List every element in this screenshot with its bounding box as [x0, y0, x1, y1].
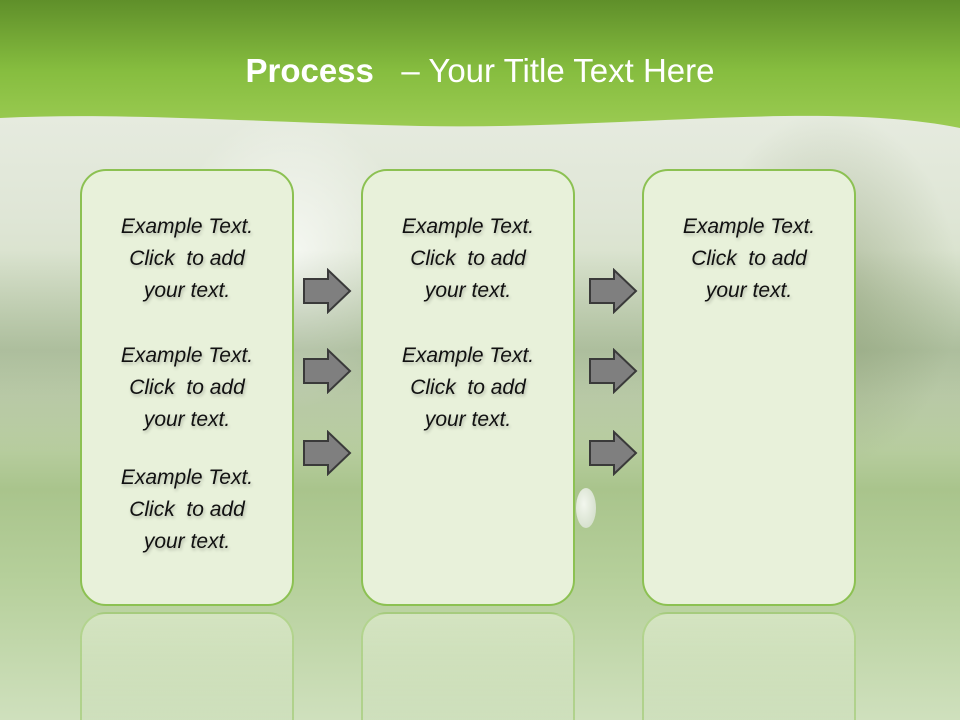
panel-reflection	[361, 612, 575, 720]
golf-ball	[576, 488, 596, 528]
text-line: Example Text.	[401, 344, 535, 367]
process-panel-1[interactable]	[80, 169, 294, 606]
text-placeholder[interactable]: Example Text. Click to add your text.	[361, 340, 575, 436]
process-panel-3[interactable]	[642, 169, 856, 606]
arrow-right-icon	[303, 268, 352, 314]
title-rest: – Your Title Text Here	[401, 52, 715, 89]
panel-reflection	[642, 612, 856, 720]
text-line: your text.	[143, 530, 231, 553]
text-line: Click to add	[129, 247, 245, 270]
panel-reflection	[80, 612, 294, 720]
arrow-right-icon	[589, 430, 638, 476]
text-placeholder[interactable]: Example Text. Click to add your text.	[361, 211, 575, 307]
text-line: Click to add	[129, 498, 245, 521]
arrow-right-icon	[589, 348, 638, 394]
text-placeholder[interactable]: Example Text. Click to add your text.	[80, 340, 294, 436]
text-line: your text.	[424, 279, 512, 302]
text-line: Click to add	[410, 247, 526, 270]
text-line: Example Text.	[682, 215, 816, 238]
arrow-right-icon	[303, 348, 352, 394]
text-line: your text.	[143, 279, 231, 302]
text-line: Example Text.	[120, 466, 254, 489]
text-line: Example Text.	[120, 344, 254, 367]
text-line: Click to add	[129, 376, 245, 399]
text-line: Click to add	[691, 247, 807, 270]
text-placeholder[interactable]: Example Text. Click to add your text.	[80, 462, 294, 558]
arrow-right-icon	[303, 430, 352, 476]
title-bold: Process	[245, 52, 374, 89]
arrow-right-icon	[589, 268, 638, 314]
header-banner: Process – Your Title Text Here	[0, 0, 960, 150]
text-line: your text.	[143, 408, 231, 431]
page-title[interactable]: Process – Your Title Text Here	[0, 52, 960, 90]
text-line: Example Text.	[401, 215, 535, 238]
process-panel-2[interactable]	[361, 169, 575, 606]
text-line: your text.	[705, 279, 793, 302]
header-wave	[0, 0, 960, 128]
text-placeholder[interactable]: Example Text. Click to add your text.	[642, 211, 856, 307]
text-placeholder[interactable]: Example Text. Click to add your text.	[80, 211, 294, 307]
text-line: Click to add	[410, 376, 526, 399]
text-line: your text.	[424, 408, 512, 431]
text-line: Example Text.	[120, 215, 254, 238]
